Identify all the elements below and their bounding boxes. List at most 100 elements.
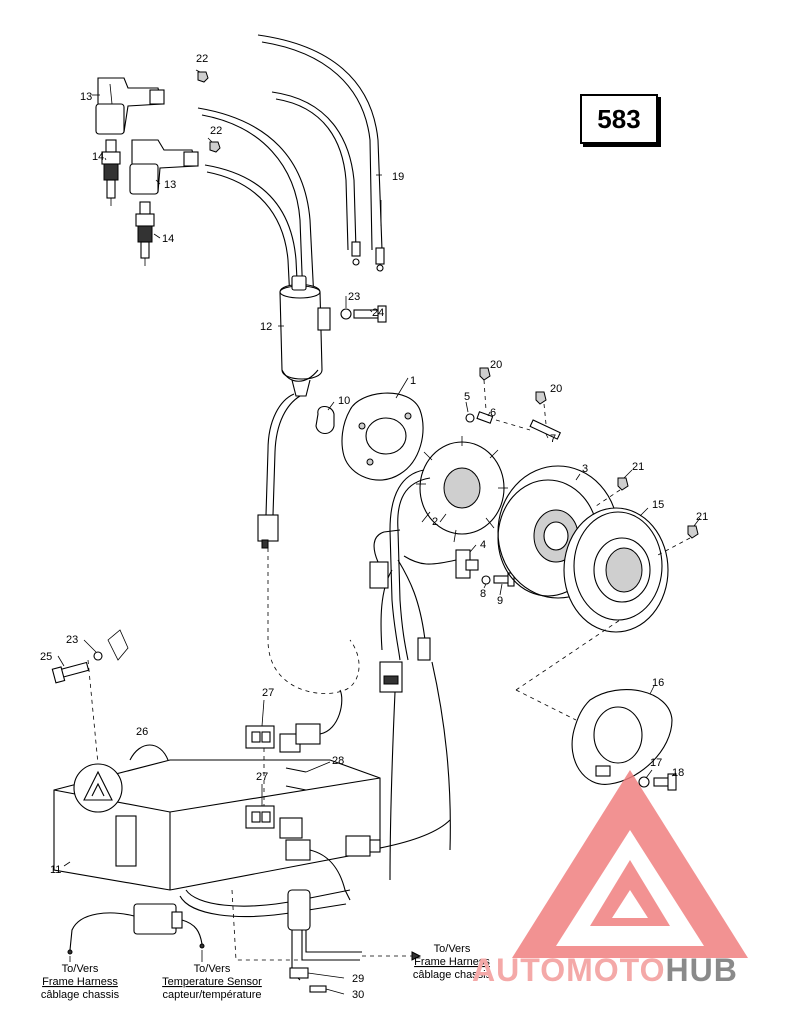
label-5: 5 bbox=[464, 391, 470, 403]
label-7: 7 bbox=[550, 433, 556, 445]
connector-box-c bbox=[345, 835, 381, 857]
ref-ts-to: To/Vers bbox=[194, 963, 231, 975]
screw-25 bbox=[51, 661, 90, 684]
screw-24-coil bbox=[353, 305, 387, 323]
ref-frame-harness-left: To/Vers Frame Harness câblage chassis bbox=[41, 963, 120, 1001]
washer-23-coil bbox=[340, 308, 352, 320]
label-18: 18 bbox=[672, 767, 684, 779]
ref-fh-right-name: Frame Harness bbox=[414, 956, 490, 968]
label-25: 25 bbox=[40, 651, 52, 663]
spark-plug-upper bbox=[101, 139, 121, 206]
label-27a: 27 bbox=[262, 687, 274, 699]
label-11: 11 bbox=[50, 864, 61, 876]
ref-ts-fr: capteur/température bbox=[162, 989, 261, 1001]
washer-8 bbox=[481, 575, 491, 585]
part-labels: 1 2 3 4 5 6 7 8 9 10 11 12 13 13 14 14 1… bbox=[40, 53, 708, 1001]
watermark-part2: HUB bbox=[665, 952, 738, 988]
label-2: 2 bbox=[432, 516, 438, 528]
label-28: 28 bbox=[332, 755, 344, 767]
screw-28 bbox=[285, 767, 307, 791]
ref-fh-right-to: To/Vers bbox=[434, 943, 471, 955]
watermark-text: AUTOMOTOHUB bbox=[472, 952, 738, 989]
label-17: 17 bbox=[650, 757, 662, 769]
label-8: 8 bbox=[480, 588, 486, 600]
screw-6 bbox=[476, 411, 494, 424]
module-27-lower bbox=[245, 805, 275, 829]
label-6: 6 bbox=[490, 407, 496, 419]
label-29: 29 bbox=[352, 973, 364, 985]
label-16: 16 bbox=[652, 677, 664, 689]
label-22a: 22 bbox=[196, 53, 208, 65]
label-10: 10 bbox=[338, 395, 350, 407]
ref-temperature-sensor: To/Vers Temperature Sensor capteur/tempé… bbox=[162, 963, 262, 1001]
label-9: 9 bbox=[497, 595, 503, 607]
coil-lead bbox=[265, 393, 295, 516]
leader-lines bbox=[57, 69, 701, 867]
frame-harness-plug bbox=[133, 903, 183, 935]
connector-box-b bbox=[279, 817, 311, 861]
label-13a: 13 bbox=[80, 91, 92, 103]
label-13b: 13 bbox=[164, 179, 176, 191]
trigger-plate-1 bbox=[341, 392, 424, 481]
screw-30 bbox=[309, 985, 327, 993]
module-27-upper bbox=[245, 725, 275, 749]
label-20a: 20 bbox=[490, 359, 502, 371]
page-number: 583 bbox=[597, 103, 641, 134]
washer-23-box bbox=[93, 651, 103, 661]
spark-plug-cap-upper bbox=[95, 77, 165, 135]
screw-18 bbox=[653, 773, 677, 791]
label-21b: 21 bbox=[696, 511, 708, 523]
label-14b: 14 bbox=[162, 233, 174, 245]
coil-connector bbox=[257, 514, 279, 549]
spark-plug-cap-lower bbox=[129, 139, 199, 195]
stud-7 bbox=[529, 419, 562, 440]
label-27b: 27 bbox=[256, 771, 268, 783]
label-30: 30 bbox=[352, 989, 364, 1001]
label-20b: 20 bbox=[550, 383, 562, 395]
label-23b: 23 bbox=[66, 634, 78, 646]
ref-fh-left-fr: câblage chassis bbox=[41, 989, 120, 1001]
high-tension-wires bbox=[197, 34, 385, 301]
starter-plate-16 bbox=[571, 689, 673, 785]
harness-side-connector bbox=[369, 529, 401, 589]
stator-2 bbox=[416, 436, 508, 543]
nut-20-lower bbox=[535, 391, 547, 405]
connector-box-a bbox=[279, 723, 321, 753]
label-14a: 14 bbox=[92, 151, 104, 163]
nut-21-upper bbox=[617, 477, 629, 491]
temperature-sensor-harness bbox=[287, 889, 362, 981]
flywheel-cover-15 bbox=[563, 507, 669, 633]
spark-plug-lower bbox=[135, 201, 155, 266]
ref-fh-left-to: To/Vers bbox=[62, 963, 99, 975]
label-1: 1 bbox=[410, 375, 416, 387]
mounting-bracket-26 bbox=[73, 763, 123, 813]
label-22b: 22 bbox=[210, 125, 222, 137]
washer-5 bbox=[465, 413, 475, 423]
nut-21-lower bbox=[687, 525, 699, 539]
label-3: 3 bbox=[582, 463, 588, 475]
watermark-part1: AUTOMOTO bbox=[472, 952, 666, 988]
label-4: 4 bbox=[480, 539, 486, 551]
ref-ts-name: Temperature Sensor bbox=[162, 976, 262, 988]
sensor-clip-29 bbox=[289, 967, 309, 979]
label-24: 24 bbox=[372, 307, 384, 319]
ignition-coil bbox=[279, 275, 331, 397]
screw-9 bbox=[493, 572, 515, 587]
automotohub-logo bbox=[512, 770, 748, 958]
page-number-box: 583 bbox=[580, 94, 658, 144]
woodruff-key-10 bbox=[315, 405, 335, 435]
ref-fh-right-fr: câblage chassis bbox=[413, 969, 492, 981]
washer-17 bbox=[638, 776, 650, 788]
nut-22-upper bbox=[197, 71, 209, 83]
nut-20-upper bbox=[479, 367, 491, 381]
ref-fh-left-name: Frame Harness bbox=[42, 976, 118, 988]
label-23a: 23 bbox=[348, 291, 360, 303]
harness-plug-large bbox=[379, 661, 403, 693]
ref-frame-harness-right: To/Vers Frame Harness câblage chassis bbox=[413, 943, 492, 981]
label-21a: 21 bbox=[632, 461, 644, 473]
nut-22-lower bbox=[209, 141, 221, 153]
label-26: 26 bbox=[136, 726, 148, 738]
label-15: 15 bbox=[652, 499, 664, 511]
label-19: 19 bbox=[392, 171, 404, 183]
